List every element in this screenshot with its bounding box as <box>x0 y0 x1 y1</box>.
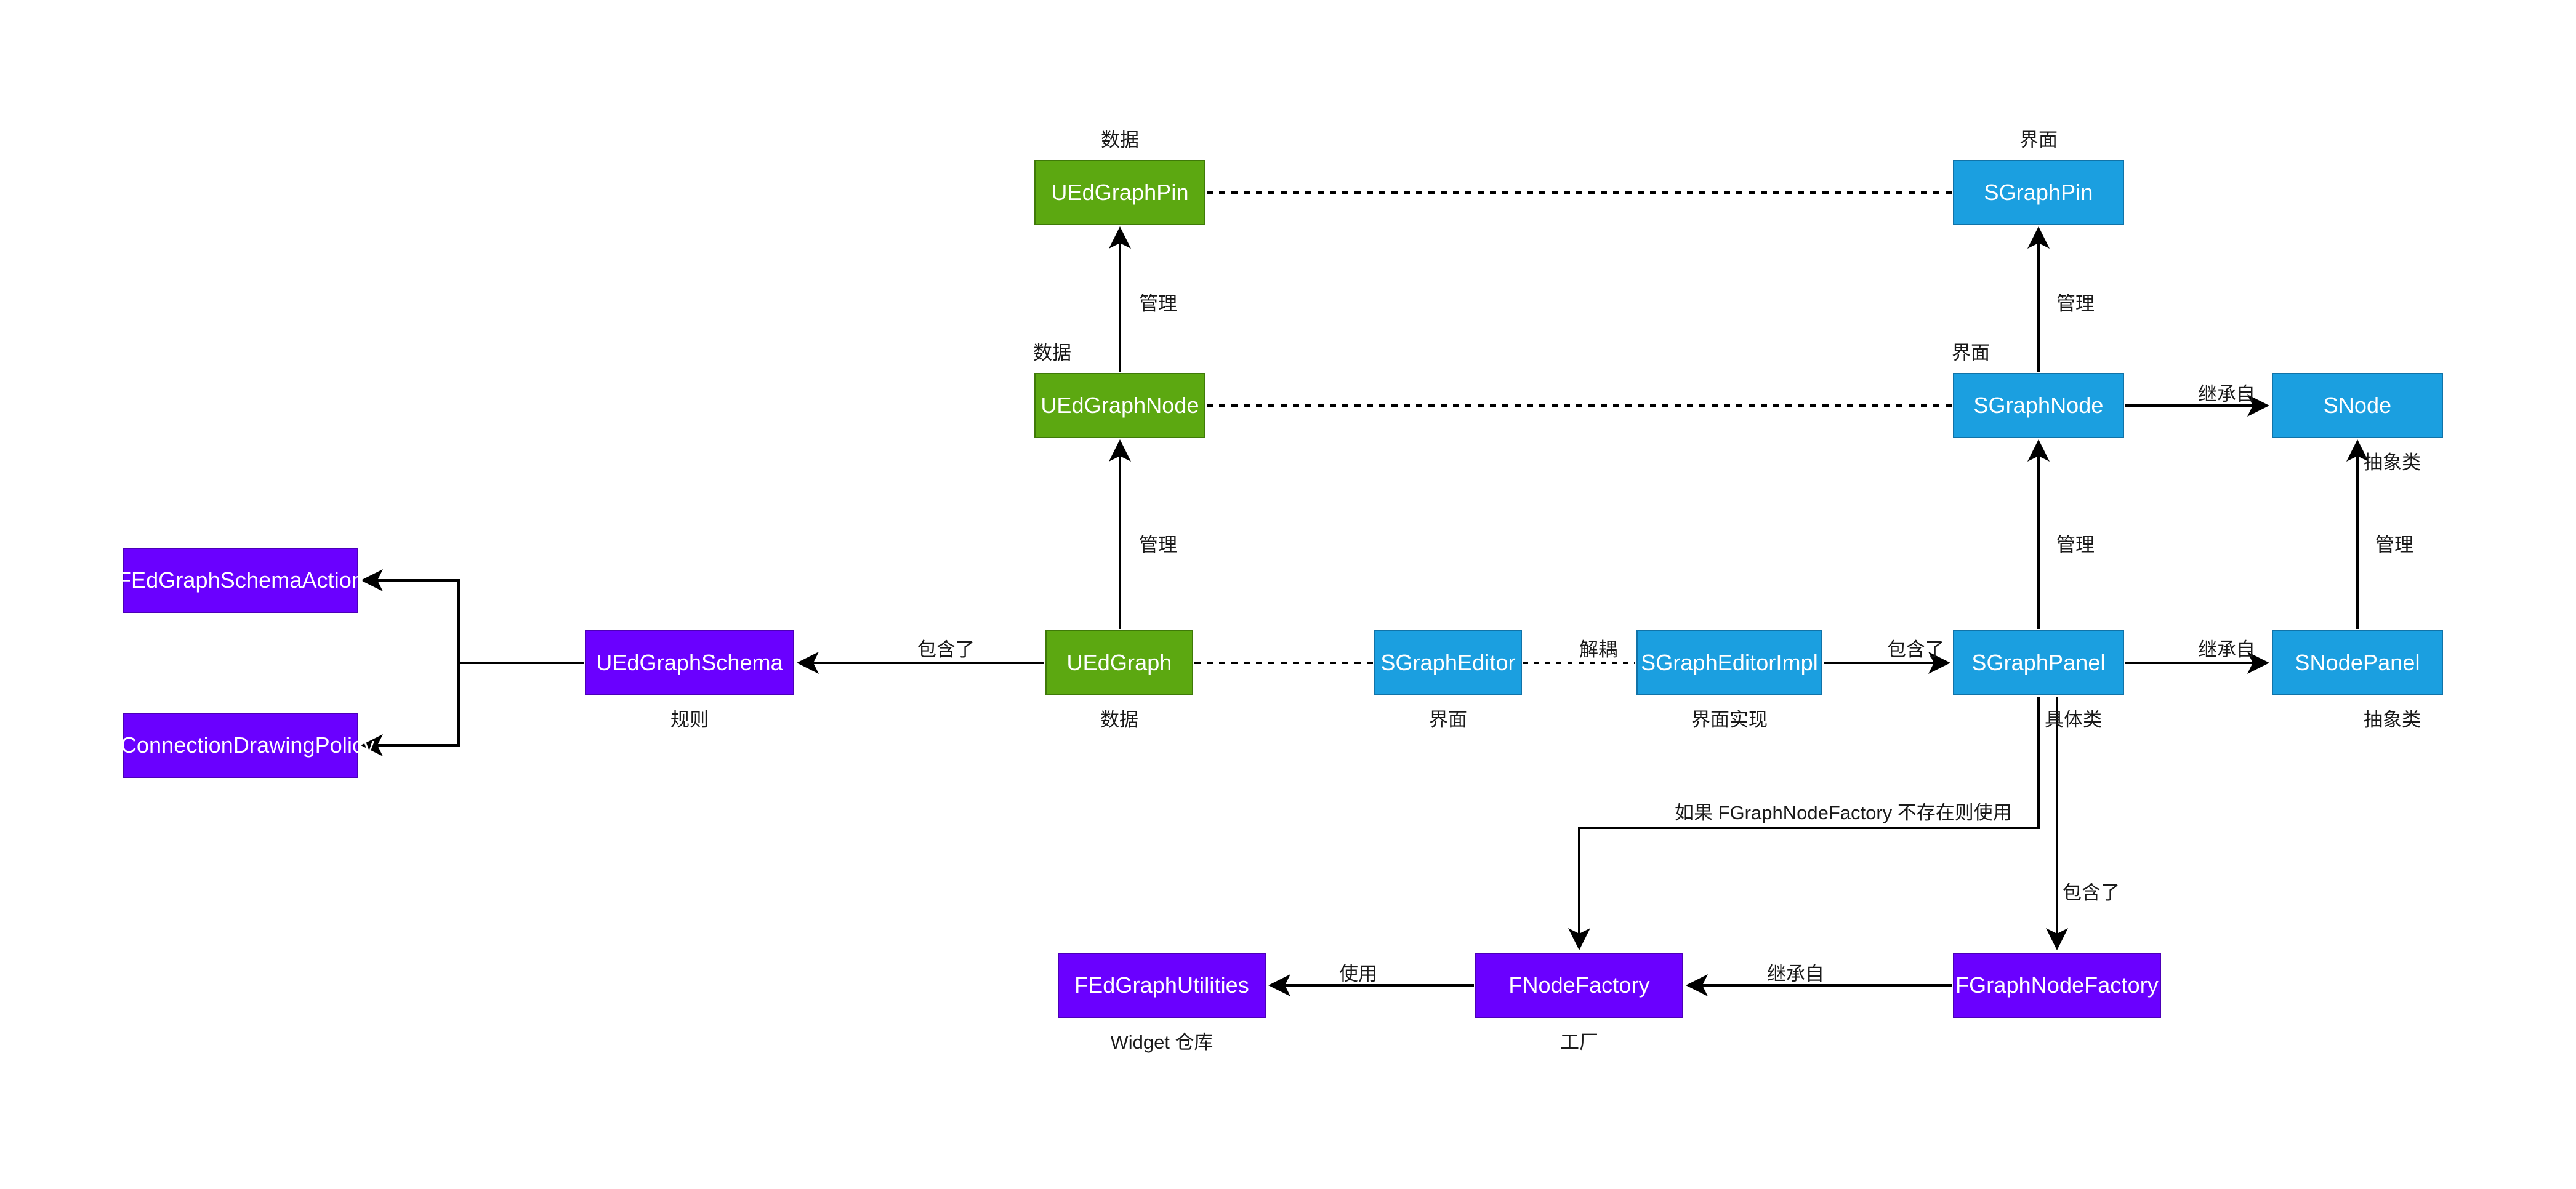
caption-fedgraphutilities: Widget 仓库 <box>1110 1031 1214 1053</box>
edge-uedgraphschema-fedgraphschemaaction <box>361 569 584 664</box>
node-sgraphnode[interactable]: SGraphNode <box>1953 373 2124 438</box>
lbl-snodepanel-inherit: 继承自 <box>2198 639 2255 660</box>
lbl-pin-node-manage: 管理 <box>1139 293 1177 314</box>
lbl-panel-factory-contains: 包含了 <box>2063 882 2120 903</box>
lbl-factory-inherit: 继承自 <box>1767 963 1824 985</box>
caption-sgrapheditorimpl: 界面实现 <box>1691 709 1768 731</box>
lbl-node-graph-manage: 管理 <box>1139 534 1177 556</box>
caption-sgraphpin: 界面 <box>2019 129 2058 151</box>
node-sgrapheditorimpl[interactable]: SGraphEditorImpl <box>1636 630 1822 695</box>
node-uedgraphnode[interactable]: UEdGraphNode <box>1034 373 1205 438</box>
lbl-impl-panel-contains: 包含了 <box>1887 639 1944 660</box>
lbl-snode-spanel-manage: 管理 <box>2056 534 2095 556</box>
node-sgraphpin[interactable]: SGraphPin <box>1953 160 2124 225</box>
caption-sgraphnode: 界面 <box>1952 342 1990 364</box>
lbl-spin-snode-manage: 管理 <box>2056 293 2095 314</box>
lbl-editor-decouple: 解耦 <box>1579 639 1617 660</box>
node-sgraphpanel[interactable]: SGraphPanel <box>1953 630 2124 695</box>
node-uedgraph[interactable]: UEdGraph <box>1045 630 1193 695</box>
node-fgraphnodefactory[interactable]: FGraphNodeFactory <box>1953 953 2161 1018</box>
lbl-snode-inherit: 继承自 <box>2198 383 2255 405</box>
edge-uedgraphschema-fconnectiondrawingpolicy <box>361 662 584 756</box>
caption-snodepanel: 抽象类 <box>2364 709 2421 731</box>
node-fedgraphutilities[interactable]: FEdGraphUtilities <box>1058 953 1266 1018</box>
lbl-graph-schema-contains: 包含了 <box>917 639 975 660</box>
caption-sgrapheditor: 界面 <box>1429 709 1467 731</box>
caption-uedgraphpin: 数据 <box>1101 129 1139 151</box>
node-fedgraphschemaaction[interactable]: FEdGraphSchemaAction <box>118 548 364 613</box>
node-sgrapheditor[interactable]: SGraphEditor <box>1374 630 1522 695</box>
lbl-fallback-factory: 如果 FGraphNodeFactory 不存在则使用 <box>1675 802 2012 823</box>
lbl-utilities-use: 使用 <box>1339 963 1377 985</box>
node-fnodefactory[interactable]: FNodeFactory <box>1475 953 1683 1018</box>
caption-snode: 抽象类 <box>2364 452 2421 473</box>
node-uedgraphpin[interactable]: UEdGraphPin <box>1034 160 1205 225</box>
lbl-snode-snodepanel-manage: 管理 <box>2375 534 2413 556</box>
node-snode[interactable]: SNode <box>2272 373 2443 438</box>
caption-sgraphpanel: 具体类 <box>2045 709 2102 731</box>
caption-uedgraphnode: 数据 <box>1033 342 1071 364</box>
node-fconnectiondrawingpolicy[interactable]: FConnectionDrawingPolicy <box>107 713 374 778</box>
caption-uedgraph: 数据 <box>1100 709 1138 731</box>
caption-uedgraphschema: 规则 <box>670 709 709 731</box>
caption-fnodefactory: 工厂 <box>1560 1031 1598 1053</box>
node-snodepanel[interactable]: SNodePanel <box>2272 630 2443 695</box>
node-uedgraphschema[interactable]: UEdGraphSchema <box>585 630 794 695</box>
